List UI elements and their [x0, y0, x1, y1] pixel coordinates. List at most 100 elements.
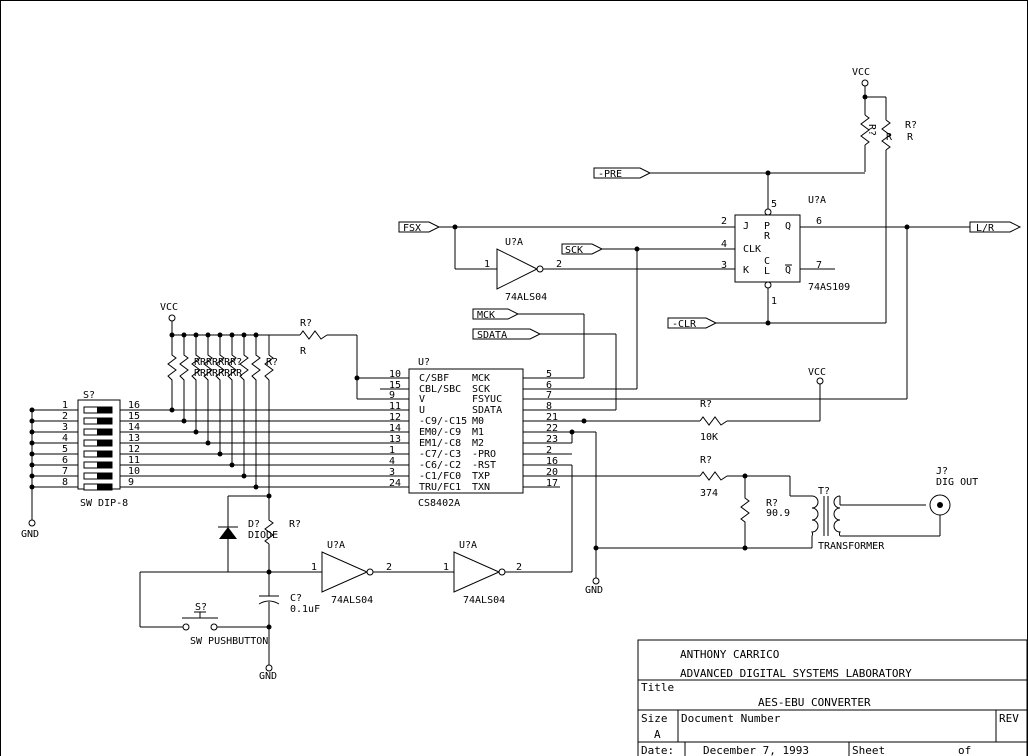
port-sck: SCK [523, 243, 735, 390]
cs-right-pin-label: TXP [472, 471, 490, 482]
svg-text:S?: S? [195, 602, 207, 613]
dip-right-pin: 11 [128, 455, 140, 466]
svg-text:-PRE: -PRE [598, 169, 622, 180]
svg-text:VCC: VCC [160, 302, 178, 313]
inverter-u3: U?A 1 2 74ALS04 [443, 464, 573, 606]
cs-left-pin-label: -C6/-C2 [419, 460, 461, 471]
cs-left-pin-num: 24 [389, 478, 401, 489]
svg-text:FSX: FSX [403, 223, 421, 234]
cs-right-pin-label: FSYUC [472, 394, 502, 405]
svg-text:SW PUSHBUTTON: SW PUSHBUTTON [190, 636, 268, 647]
dip-right-pin: 14 [128, 422, 140, 433]
svg-text:74ALS04: 74ALS04 [463, 595, 505, 606]
svg-text:P: P [764, 221, 770, 232]
cs-right-pin-num: 17 [546, 478, 558, 489]
svg-text:CLK: CLK [743, 244, 761, 255]
dip-right-pin: 12 [128, 444, 140, 455]
dip-left-pin: 2 [62, 411, 68, 422]
author-name: ANTHONY CARRICO [680, 648, 779, 661]
svg-text:T?: T? [818, 486, 830, 497]
lab-name: ADVANCED DIGITAL SYSTEMS LABORATORY [680, 667, 912, 680]
svg-text:1: 1 [443, 562, 449, 573]
port-lr: L/R [523, 221, 1022, 400]
svg-text:4: 4 [721, 239, 727, 250]
mode-nets: VCC R? 10K GND [523, 367, 826, 596]
port-sdata: SDATA [472, 328, 617, 411]
cs-right-pin-num: 23 [546, 434, 558, 445]
dip-toggle [97, 484, 112, 490]
cs-right-pin-label: TXN [472, 482, 490, 493]
pullup-val-2: R [907, 132, 914, 143]
svg-text:K: K [743, 265, 749, 276]
cs-left-pin-label: -C9/-C15 [419, 416, 467, 427]
svg-text:D?: D? [248, 519, 260, 530]
svg-text:-CLR: -CLR [672, 319, 697, 330]
dip-right-pin: 10 [128, 466, 140, 477]
svg-text:S?: S? [83, 390, 95, 401]
cs-right-pin-label: SDATA [472, 405, 502, 416]
dip-right-pin: 13 [128, 433, 140, 444]
svg-text:74ALS04: 74ALS04 [331, 595, 373, 606]
svg-text:RRRRRRRR: RRRRRRRR [194, 368, 243, 379]
svg-text:1: 1 [484, 259, 490, 270]
svg-text:J?: J? [936, 466, 948, 477]
svg-text:GND: GND [21, 529, 39, 540]
vcc-pullup-top: VCC R? R R? R [852, 67, 917, 323]
dig-out-connector: J? DIG OUT [929, 466, 978, 516]
cs-left-pin-num: 12 [389, 412, 401, 423]
cs-right-pin-num: 20 [546, 467, 558, 478]
svg-text:C?: C? [290, 593, 302, 604]
svg-text:DIG OUT: DIG OUT [936, 477, 978, 488]
dip-left-pin: 7 [62, 466, 68, 477]
svg-text:90.9: 90.9 [766, 508, 790, 519]
cs-left-pin-num: 13 [389, 434, 401, 445]
pullup-ref-1: R? [866, 124, 877, 136]
resistor-network: VCC RRRRRRR? RRRRRRRR [160, 302, 409, 510]
svg-text:5: 5 [771, 199, 777, 210]
dip-toggle [97, 407, 112, 413]
cs-left-pin-label: V [419, 394, 425, 405]
svg-text:REV: REV [999, 712, 1019, 725]
svg-text:R: R [764, 231, 771, 242]
port-clr: -CLR [667, 288, 886, 330]
svg-text:C: C [764, 256, 770, 267]
dip-left-pin: 3 [62, 422, 68, 433]
svg-text:A: A [654, 728, 661, 741]
cs-right-pin-num: 8 [546, 401, 552, 412]
cs-right-pin-num: 22 [546, 423, 558, 434]
svg-text:2: 2 [721, 216, 727, 227]
transformer: T? TRANSFORMER [811, 486, 941, 552]
svg-text:6: 6 [816, 216, 822, 227]
cs-right-pin-num: 2 [546, 445, 552, 456]
port-pre: -PRE [593, 167, 865, 209]
cs-left-pin-label: -C1/FC0 [419, 471, 461, 482]
svg-text:SCK: SCK [565, 245, 583, 256]
pullup-val-1: R [886, 132, 893, 143]
svg-text:R?: R? [766, 498, 778, 509]
svg-text:L: L [764, 266, 770, 277]
cs-right-pin-num: 7 [546, 390, 552, 401]
cs-left-pin-num: 4 [389, 456, 395, 467]
dip-toggle [97, 440, 112, 446]
cs-left-pin-label: TRU/FC1 [419, 482, 461, 493]
dip-left-pin: 4 [62, 433, 68, 444]
svg-text:SDATA: SDATA [477, 330, 507, 341]
svg-text:0.1uF: 0.1uF [290, 604, 320, 615]
svg-text:74ALS04: 74ALS04 [505, 292, 547, 303]
svg-text:of: of [958, 744, 971, 756]
svg-text:Sheet: Sheet [852, 744, 885, 756]
svg-text:U?A: U?A [808, 195, 826, 206]
cs-left-pin-num: 15 [389, 380, 401, 391]
svg-text:U?A: U?A [459, 540, 477, 551]
cs-right-pin-num: 21 [546, 412, 558, 423]
svg-text:U?A: U?A [505, 237, 523, 248]
svg-text:RRRRRRR?: RRRRRRR? [194, 357, 242, 368]
cs-left-pin-num: 3 [389, 467, 395, 478]
cs-left-pin-num: 10 [389, 369, 401, 380]
pullup-ref-2: R? [905, 120, 917, 131]
svg-text:1: 1 [311, 562, 317, 573]
port-fsx: FSX [398, 221, 735, 270]
dip-left-pin: 6 [62, 455, 68, 466]
